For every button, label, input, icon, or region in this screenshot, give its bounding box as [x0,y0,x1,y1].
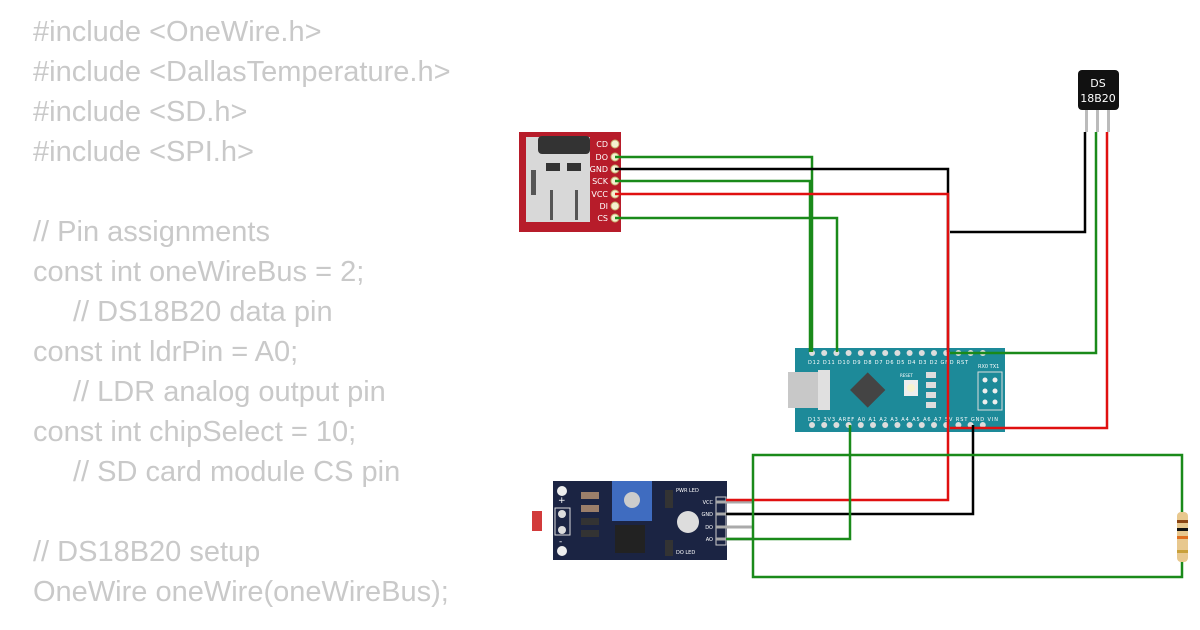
sd-pin-label: CD [596,140,608,149]
code-text: const int oneWireBus = 2; [33,256,365,288]
code-line: // SD card module CS pin [73,452,493,492]
wire-sd-do [615,155,814,352]
code-line: #include <SPI.h> [33,132,493,172]
ldr-module[interactable]: + - PWR LED DO LED VCC GND DO AO [532,481,753,560]
nano-pin[interactable] [857,422,864,428]
nano-header-label: RX0 TX1 [978,364,999,370]
nano-reset-label: RESET [900,373,913,378]
wire-sd-sck [615,179,812,352]
code-line: #include <DallasTemperature.h> [33,52,493,92]
wires [615,132,1184,579]
code-text: #include <SPI.h> [33,136,254,168]
nano-pin[interactable] [809,422,815,428]
code-background: #include <OneWire.h> #include <DallasTem… [33,0,451,608]
nano-pin[interactable] [906,422,913,428]
sd-pin-label: CS [597,214,608,223]
sd-card-module[interactable]: CD DO GND SCK VCC DI CS [519,132,621,232]
plus-label: + [558,496,566,506]
arduino-nano[interactable]: D12 D11 D10 D9 D8 D7 D6 D5 D4 D3 D2 GND … [788,348,1005,432]
nano-bottom-pin-labels: D13 3V3 AREF A0 A1 A2 A3 A4 A5 A6 A7 5V … [808,417,998,423]
wire-ldr-ao [726,425,852,541]
sd-pin-label: DO [596,153,608,162]
resistor[interactable] [1177,512,1188,562]
code-line: const int oneWireBus = 2; [33,252,493,292]
do-led-label: DO LED [676,550,695,556]
nano-pin[interactable] [845,350,852,356]
sensor-label: 18B20 [1080,92,1116,105]
code-text: #include <SD.h> [33,96,248,128]
nano-top-pin-labels: D12 D11 D10 D9 D8 D7 D6 D5 D4 D3 D2 GND … [808,360,969,366]
ldr-pin-label: DO [705,525,713,531]
nano-pin[interactable] [906,350,913,356]
wire-ds-data [950,132,1098,355]
nano-pin[interactable] [882,422,889,428]
nano-pin[interactable] [857,350,864,356]
nano-pin[interactable] [918,422,925,428]
code-text: const int chipSelect = 10; [33,416,357,448]
sd-pin-label: SCK [592,177,609,186]
ldr-pin-label: GND [702,512,714,518]
ldr-pin-label: AO [706,537,713,543]
nano-pin[interactable] [821,350,828,356]
wire-ds-gnd [950,132,1087,234]
code-line: #include <SD.h> [33,92,493,132]
nano-pin[interactable] [894,422,901,428]
nano-pin[interactable] [870,350,876,356]
wire-resistor-top [751,453,1184,579]
sd-pin-label: VCC [591,190,608,199]
code-text: const int ldrPin = A0; [33,336,299,368]
code-text: OneWire oneWire(oneWireBus); [33,576,449,608]
minus-label: - [559,537,562,547]
wire-sd-vcc [615,192,950,502]
ds18b20-sensor[interactable]: DS 18B20 [1078,70,1119,132]
code-line: #include <OneWire.h> [33,12,493,52]
nano-pin[interactable] [931,350,937,356]
nano-pin[interactable] [821,422,828,428]
code-line: const int chipSelect = 10; [33,412,493,452]
code-line: // DS18B20 setup [33,532,493,572]
code-line: OneWire oneWire(oneWireBus); [33,572,493,612]
pwr-led-label: PWR LED [676,488,699,494]
code-comment: // LDR analog output pin [73,376,386,408]
sd-pin-label: DI [599,202,608,211]
code-comment: // DS18B20 data pin [73,296,333,328]
code-text: #include <DallasTemperature.h> [33,56,451,88]
code-comment: // SD card module CS pin [73,456,401,488]
nano-pin[interactable] [918,350,925,356]
nano-pin[interactable] [833,422,840,428]
code-text: // Pin assignments [33,216,270,248]
wire-sd-gnd [615,167,950,352]
code-line: const int ldrPin = A0; [33,332,493,372]
code-text: #include <OneWire.h> [33,16,322,48]
nano-pin[interactable] [979,422,986,428]
code-text: // DS18B20 setup [33,536,261,568]
nano-pin[interactable] [931,422,937,428]
code-line: // Pin assignments [33,212,493,252]
ldr-pin-label: VCC [703,500,714,506]
wire-ds-vcc [950,132,1109,430]
sensor-label: DS [1090,77,1105,90]
nano-pin[interactable] [894,350,901,356]
wire-sd-cs [615,216,839,352]
sd-pin-label: GND [590,165,608,174]
code-line: // LDR analog output pin [73,372,493,412]
code-line: // DS18B20 data pin [73,292,493,332]
nano-pin[interactable] [870,422,876,428]
nano-pin[interactable] [955,422,962,428]
nano-pin[interactable] [882,350,889,356]
